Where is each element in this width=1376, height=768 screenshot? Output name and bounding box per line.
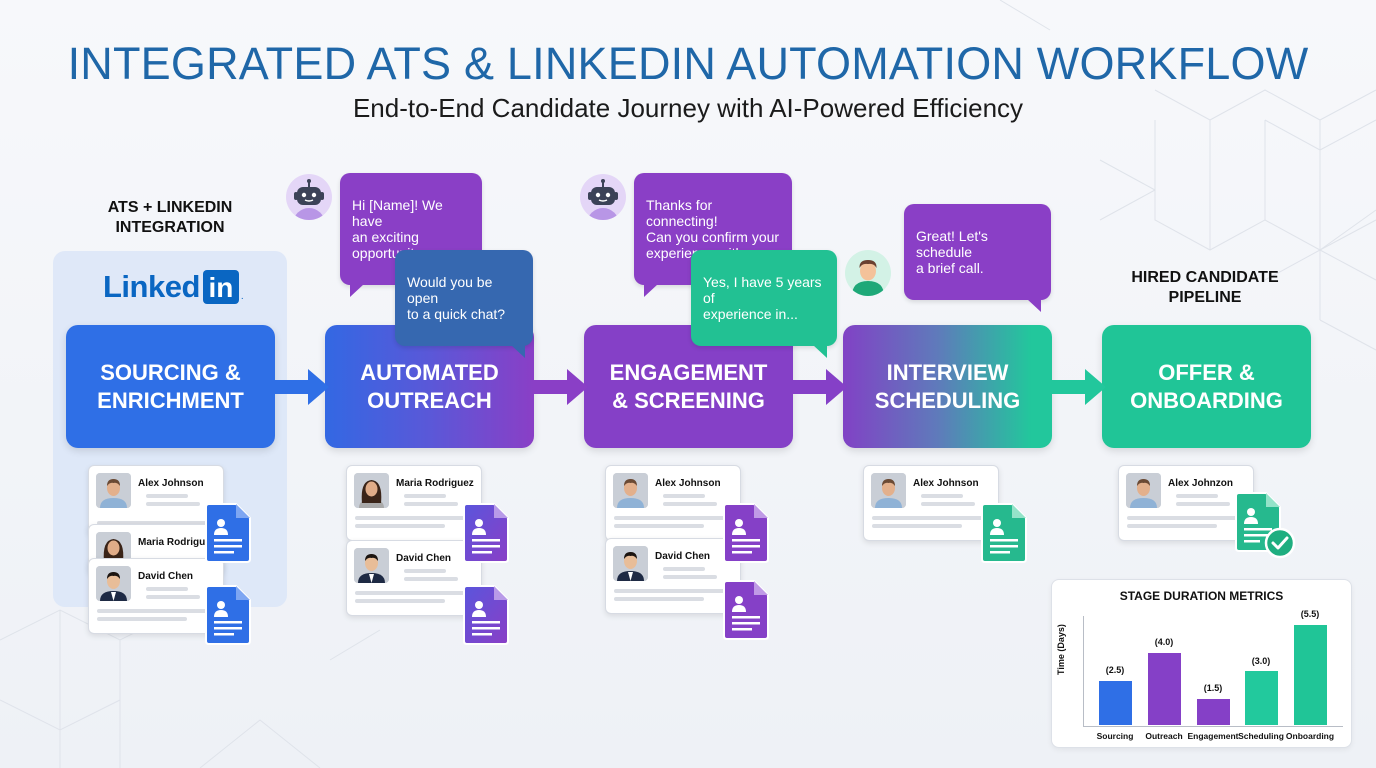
- candidate-photo: [96, 473, 131, 508]
- chart-y-axis-label: Time (Days): [1056, 624, 1066, 675]
- chart-y-axis: [1083, 616, 1084, 726]
- chat-bubble-bot-3-text: Great! Let's schedule a brief call.: [916, 228, 988, 276]
- robot-avatar-icon: [580, 174, 626, 220]
- stage-onboarding: OFFER & ONBOARDING: [1102, 325, 1311, 448]
- resume-document-icon: [723, 580, 769, 640]
- arrow-right-icon: [533, 369, 588, 405]
- chart-category-label: Scheduling: [1238, 731, 1284, 741]
- candidate-name: David Chen: [655, 551, 711, 562]
- chart-bar-onboarding: [1294, 625, 1327, 725]
- candidate-name: Alex Johnzon: [1168, 478, 1234, 489]
- chart-title: STAGE DURATION METRICS: [1119, 589, 1284, 603]
- chart-value-label: (2.5): [1105, 665, 1125, 675]
- candidate-card[interactable]: David Chen: [605, 538, 741, 614]
- stage-scheduling: INTERVIEW SCHEDULING: [843, 325, 1052, 448]
- linkedin-logo-box: in: [202, 270, 239, 304]
- chat-bubble-candidate-text: Yes, I have 5 years of experience in...: [703, 274, 822, 322]
- integration-label-line2: INTEGRATION: [115, 219, 225, 236]
- chart-category-label: Onboarding: [1285, 731, 1335, 741]
- resume-document-icon: [205, 585, 251, 645]
- hired-label-line1: HIRED CANDIDATE: [1131, 269, 1279, 286]
- approved-document-icon: [1235, 492, 1296, 559]
- candidate-card[interactable]: Alex Johnson: [863, 465, 999, 541]
- candidate-avatar-icon: [845, 250, 891, 296]
- candidate-name: Alex Johnson: [913, 478, 979, 489]
- stage-sourcing-label: SOURCING & ENRICHMENT: [97, 359, 244, 413]
- linkedin-logo-word: Linked: [103, 269, 200, 304]
- arrow-right-icon: [1051, 369, 1106, 405]
- candidate-name: Maria Rodriguez: [138, 537, 216, 548]
- candidate-name: Maria Rodriguez: [396, 478, 474, 489]
- stage-duration-chart: STAGE DURATION METRICS Time (Days) (2.5)…: [1051, 579, 1352, 748]
- chart-bar-outreach: [1148, 653, 1181, 725]
- chart-value-label: (1.5): [1203, 683, 1223, 693]
- candidate-photo: [96, 566, 131, 601]
- resume-document-icon: [463, 503, 509, 563]
- chart-bar-engagement: [1197, 699, 1230, 725]
- candidate-name: David Chen: [396, 553, 452, 564]
- chart-bar-sourcing: [1099, 681, 1132, 725]
- robot-avatar-icon: [286, 174, 332, 220]
- candidate-card[interactable]: Alex Johnson: [605, 465, 741, 541]
- page-title: INTEGRATED ATS & LINKEDIN AUTOMATION WOR…: [67, 38, 1309, 89]
- page-subtitle: End-to-End Candidate Journey with AI-Pow…: [352, 93, 1024, 123]
- chat-bubble-reply-1: Would you be open to a quick chat?: [395, 250, 533, 358]
- resume-document-icon: [981, 503, 1027, 563]
- resume-document-icon: [723, 503, 769, 563]
- linkedin-logo-dot: .: [240, 291, 244, 302]
- chart-category-label: Outreach: [1145, 731, 1183, 741]
- hired-label-line2: PIPELINE: [1168, 289, 1242, 306]
- candidate-photo: [613, 546, 648, 581]
- candidate-card[interactable]: David Chen: [88, 558, 224, 634]
- resume-document-icon: [205, 503, 251, 563]
- chart-bar-scheduling: [1245, 671, 1278, 725]
- resume-document-icon: [463, 585, 509, 645]
- candidate-card[interactable]: David Chen: [346, 540, 482, 616]
- candidate-card[interactable]: Maria Rodriguez: [346, 465, 482, 541]
- stage-sourcing: SOURCING & ENRICHMENT: [66, 325, 275, 448]
- integration-label: ATS + LINKEDIN INTEGRATION: [80, 198, 260, 238]
- chat-bubble-candidate: Yes, I have 5 years of experience in...: [691, 250, 837, 358]
- chart-value-label: (5.5): [1300, 609, 1320, 619]
- chart-category-label: Sourcing: [1096, 731, 1134, 741]
- chart-value-label: (3.0): [1251, 656, 1271, 666]
- candidate-photo: [1126, 473, 1161, 508]
- candidate-photo: [613, 473, 648, 508]
- candidate-name: David Chen: [138, 571, 194, 582]
- linkedin-logo: Linked in .: [103, 269, 244, 305]
- arrow-right-icon: [792, 369, 847, 405]
- candidate-photo: [354, 473, 389, 508]
- chart-value-label: (4.0): [1154, 637, 1174, 647]
- stage-onboarding-label: OFFER & ONBOARDING: [1130, 359, 1283, 413]
- candidate-name: Alex Johnson: [138, 478, 204, 489]
- candidate-photo: [354, 548, 389, 583]
- candidate-name: Alex Johnson: [655, 478, 721, 489]
- chart-x-axis: [1083, 726, 1343, 727]
- stage-outreach-label: AUTOMATED OUTREACH: [360, 359, 499, 413]
- candidate-photo: [871, 473, 906, 508]
- arrow-right-icon: [274, 369, 329, 405]
- stage-scheduling-label: INTERVIEW SCHEDULING: [874, 359, 1021, 413]
- candidate-card[interactable]: Alex Johnzon: [1118, 465, 1254, 541]
- stage-engagement-label: ENGAGEMENT & SCREENING: [609, 359, 768, 413]
- chat-bubble-reply-1-text: Would you be open to a quick chat?: [407, 274, 506, 322]
- chart-category-label: Engagement: [1187, 731, 1239, 741]
- hired-pipeline-label: HIRED CANDIDATE PIPELINE: [1115, 268, 1295, 308]
- integration-label-line1: ATS + LINKEDIN: [107, 199, 233, 216]
- chat-bubble-bot-3: Great! Let's schedule a brief call.: [904, 204, 1051, 312]
